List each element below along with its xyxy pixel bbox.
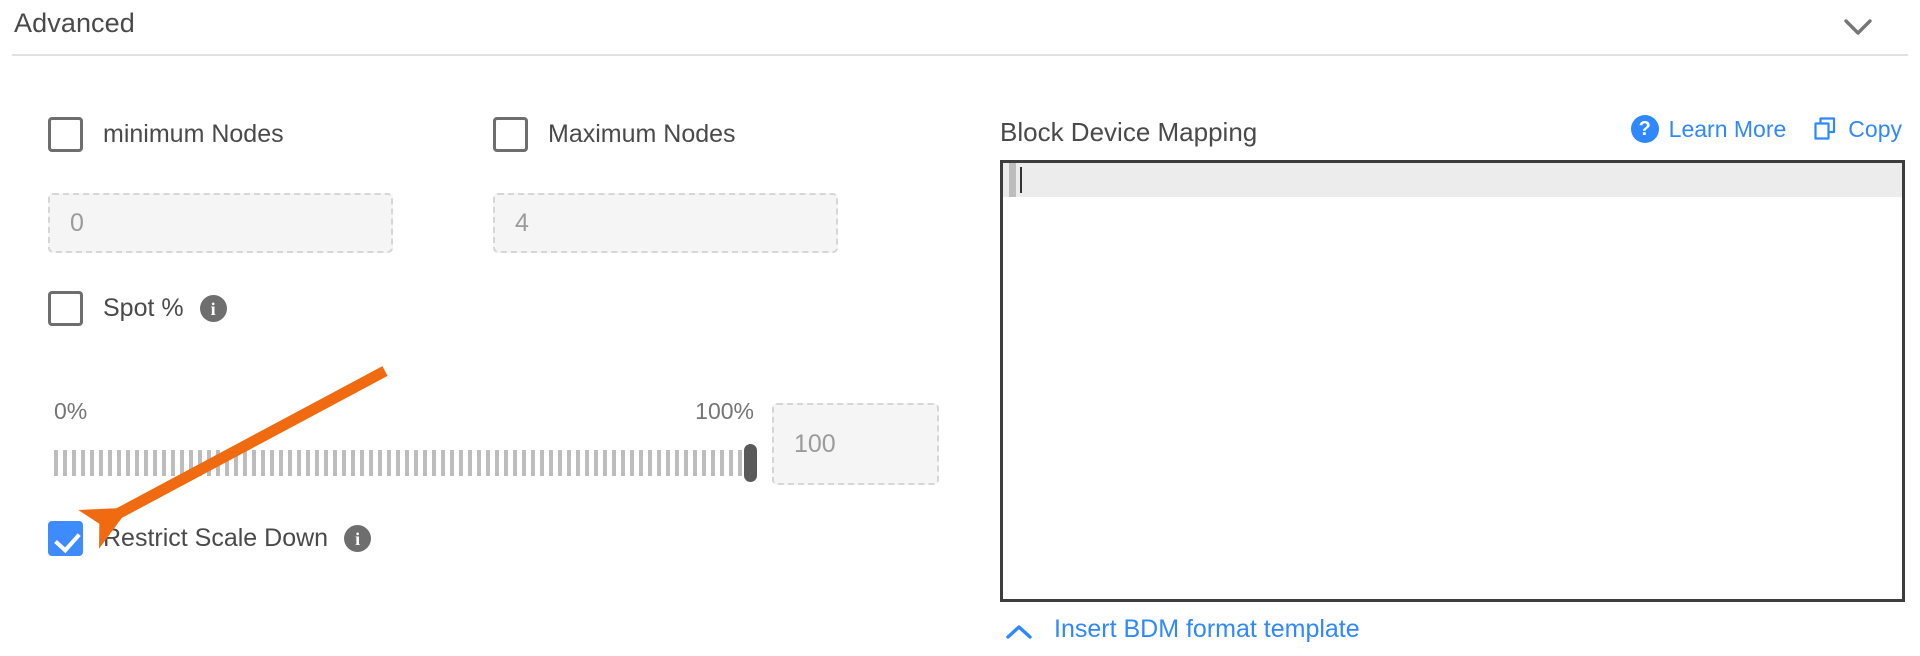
restrict-scale-down-row: Restrict Scale Down i	[48, 521, 372, 556]
slider-max-label: 100%	[695, 398, 754, 424]
restrict-scale-down-label: Restrict Scale Down	[103, 524, 329, 552]
slider-min-label: 0%	[54, 398, 88, 424]
editor-gutter	[1009, 163, 1016, 197]
editor-active-line	[1003, 163, 1902, 197]
editor-caret	[1020, 167, 1022, 193]
block-device-mapping-title: Block Device Mapping	[1000, 117, 1258, 147]
insert-bdm-template-link[interactable]: Insert BDM format template	[1004, 615, 1360, 644]
slider-range-labels: 0% 100%	[54, 398, 754, 428]
spot-percent-info-icon[interactable]: i	[199, 295, 227, 322]
chevron-up-icon	[1004, 620, 1034, 640]
copy-icon	[1812, 116, 1838, 142]
spot-percent-checkbox[interactable]	[48, 291, 83, 326]
learn-more-link[interactable]: ? Learn More	[1630, 115, 1787, 143]
maximum-nodes-checkbox[interactable]	[493, 117, 528, 152]
learn-more-label: Learn More	[1668, 115, 1787, 142]
restrict-scale-down-info-icon[interactable]: i	[344, 525, 372, 552]
bdm-code-editor[interactable]	[1000, 160, 1905, 602]
spot-percent-row: Spot % i	[48, 291, 227, 326]
question-circle-icon: ?	[1630, 115, 1659, 143]
minimum-nodes-label: minimum Nodes	[103, 120, 284, 148]
block-device-mapping-actions: ? Learn More Copy	[1630, 115, 1902, 143]
spot-percent-slider-group: 0% 100%	[54, 398, 757, 482]
copy-label: Copy	[1848, 115, 1902, 142]
insert-bdm-template-label: Insert BDM format template	[1054, 615, 1360, 643]
spot-percent-label: Spot %	[103, 294, 184, 322]
spot-percent-slider-track[interactable]	[54, 444, 757, 482]
maximum-nodes-row: Maximum Nodes	[493, 117, 736, 152]
spot-percent-value-input[interactable]	[772, 403, 939, 485]
copy-button[interactable]: Copy	[1812, 116, 1902, 143]
maximum-nodes-label: Maximum Nodes	[548, 120, 736, 148]
scaling-options-column: minimum Nodes Maximum Nodes Spot % i 0% …	[0, 55, 960, 656]
restrict-scale-down-checkbox[interactable]	[48, 521, 83, 556]
header-divider	[12, 54, 1908, 56]
minimum-nodes-input[interactable]	[48, 193, 393, 253]
block-device-mapping-column: Block Device Mapping ? Learn More Copy	[960, 55, 1920, 656]
minimum-nodes-row: minimum Nodes	[48, 117, 284, 152]
chevron-down-icon[interactable]	[1840, 12, 1876, 42]
section-header: Advanced	[0, 0, 1920, 56]
page-title: Advanced	[14, 8, 135, 38]
maximum-nodes-input[interactable]	[493, 193, 838, 253]
minimum-nodes-checkbox[interactable]	[48, 117, 83, 152]
spot-percent-slider-thumb[interactable]	[744, 444, 757, 482]
